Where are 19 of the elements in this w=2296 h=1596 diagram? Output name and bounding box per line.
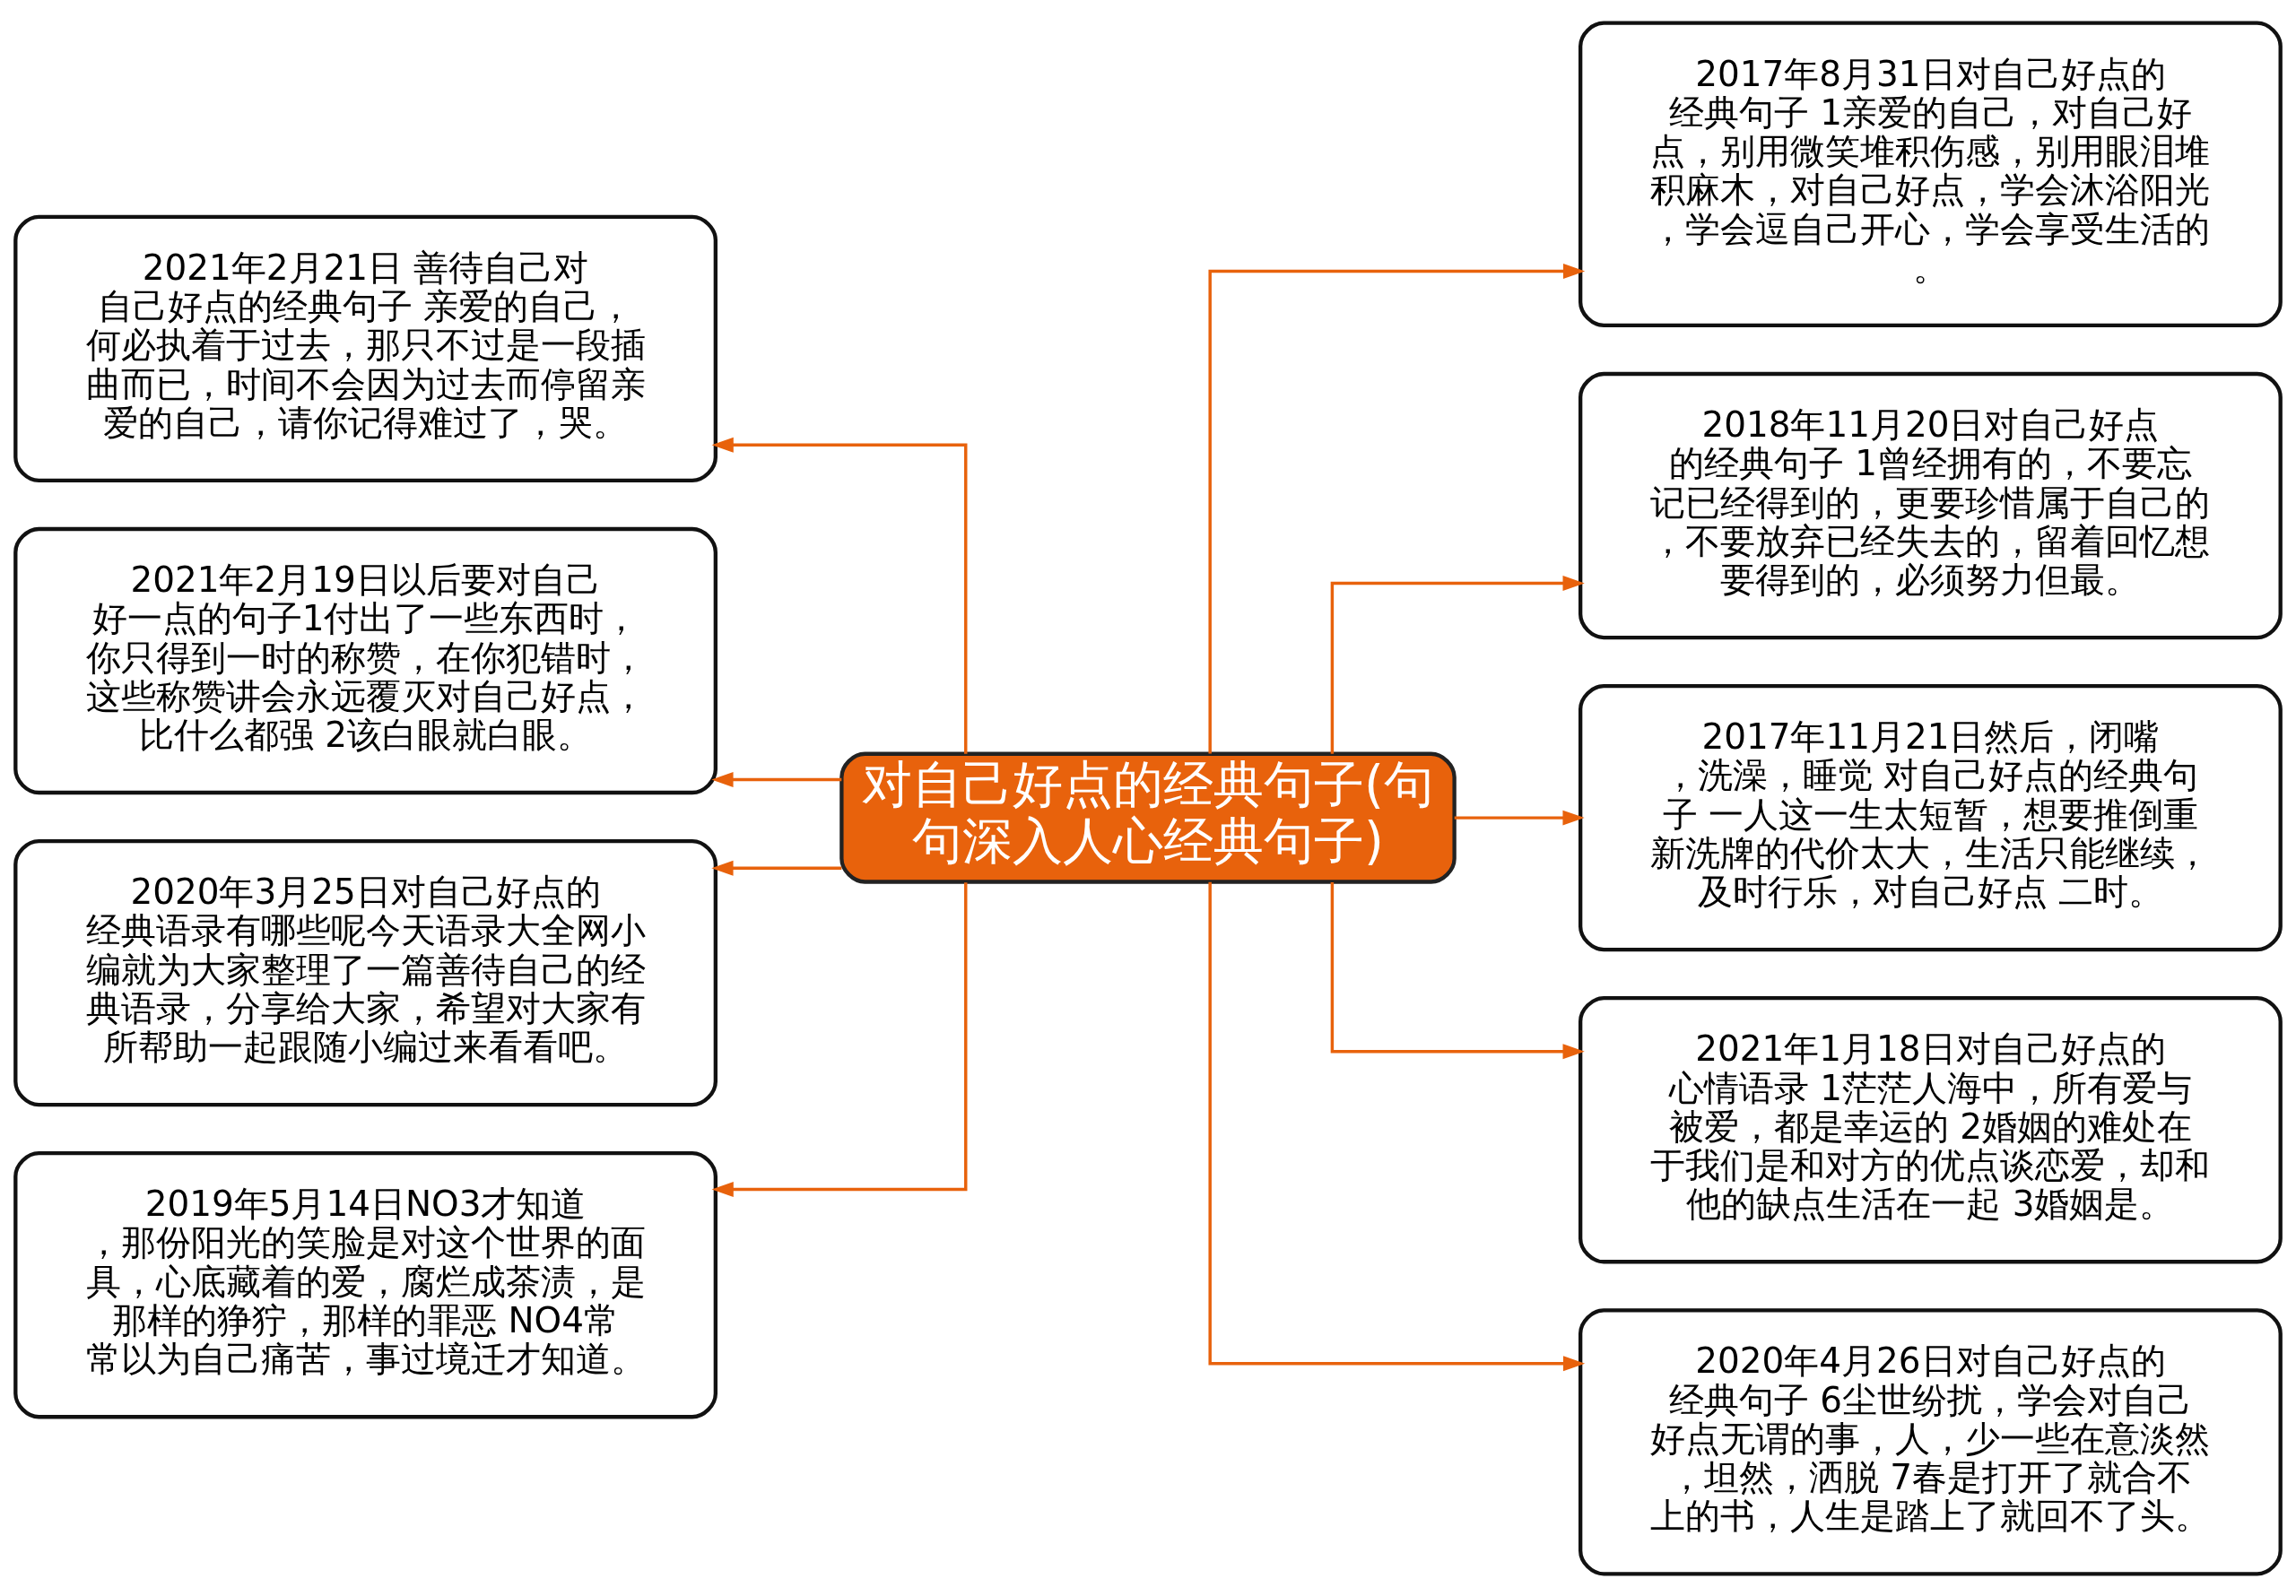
arrow xyxy=(711,771,842,787)
node-box: 2018年11月20日对自己好点的经典句子 1曾经拥有的，不要忘记已经得到的，更要珍惜属于自己的，不要放弃已经失去的，留着回忆想要得到的，必须努力但最。 xyxy=(1578,371,2283,639)
node-box: 2019年5月14日NO3才知道，那份阳光的笑脸是对这个世界的面具，心底藏着的爱，腐烂成茶渍，是那样的狰狞，那样的罪恶 NO4常常以为自己痛苦，事过境迁才知道。 xyxy=(13,1150,718,1418)
node-box: 2021年1月18日对自己好点的心情语录 1茫茫人海中，所有爱与被爱，都是幸运的 2婚姻的难处在于我们是和对方的优点谈恋爱，却和他的缺点生活在一起 3婚姻是。 xyxy=(1578,995,2283,1263)
node-box: 2020年4月26日对自己好点的经典句子 6尘世纷扰，学会对自己好点无谓的事，人，少一些在意淡然，坦然，洒脱 7春是打开了就合不上的书，人生是踏上了就回不了头。 xyxy=(1578,1307,2283,1575)
arrow xyxy=(711,881,968,1197)
arrow xyxy=(1208,881,1586,1371)
arrow xyxy=(1454,810,1585,826)
arrow xyxy=(1330,881,1585,1059)
arrow xyxy=(711,437,968,754)
node-box: 对自己好点的经典句子(句句深入人心经典句子) xyxy=(839,751,1457,884)
arrow xyxy=(1208,263,1586,753)
node-box: 2020年3月25日对自己好点的经典语录有哪些呢今天语录大全网小编就为大家整理了一篇善待自己的经典语录，分享给大家，希望对大家有所帮助一起跟随小编过来看看吧。 xyxy=(13,838,718,1106)
arrow xyxy=(1330,575,1585,754)
node-box: 2021年2月21日 善待自己对自己好点的经典句子 亲爱的自己，何必执着于过去，那只不过是一段插曲而已，时间不会因为过去而停留亲爱的自己，请你记得难过了，哭。 xyxy=(13,214,718,482)
arrow xyxy=(711,860,842,876)
node-box: 2017年8月31日对自己好点的经典句子 1亲爱的自己，对自己好点，别用微笑堆积伤感，别用眼泪堆积麻木，对自己好点，学会沐浴阳光，学会逗自己开心，学会享受生活的。 xyxy=(1578,21,2283,327)
node-box: 2017年11月21日然后，闭嘴，洗澡，睡觉 对自己好点的经典句子 一人这一生太短暂，想要推倒重新洗牌的代价太大，生活只能继续，及时行乐，对自己好点 二时。 xyxy=(1578,683,2283,951)
node-box: 2021年2月19日以后要对自己好一点的句子1付出了一些东西时，你只得到一时的称赞，在你犯错时，这些称赞讲会永远覆灭对自己好点，比什么都强 2该白眼就白眼。 xyxy=(13,526,718,794)
